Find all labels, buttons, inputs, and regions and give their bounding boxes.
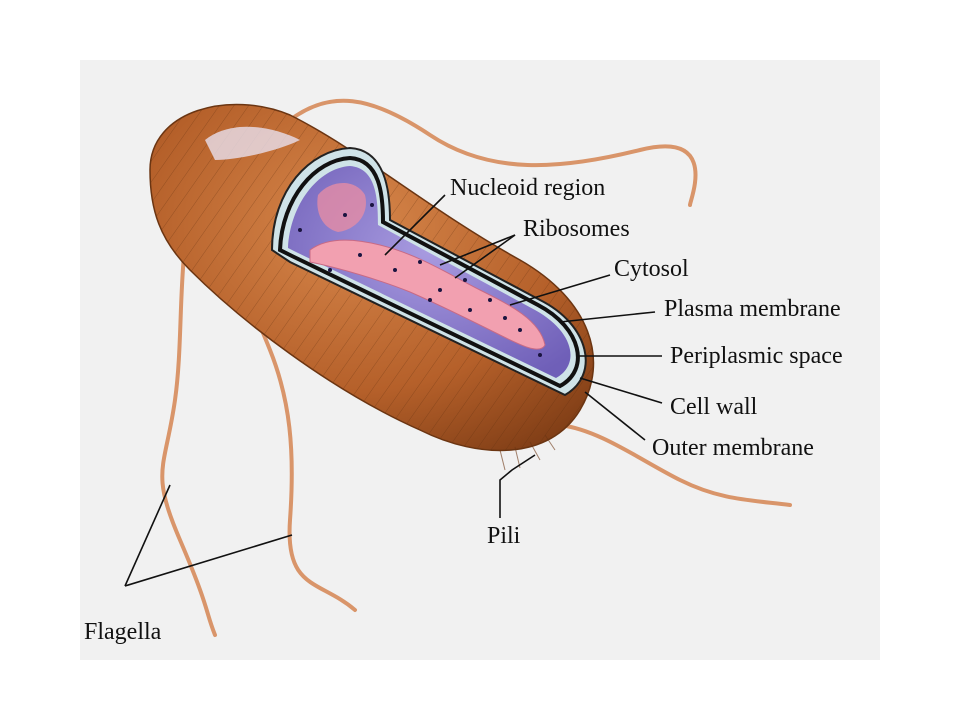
- plasma-membrane-layer: [277, 155, 580, 389]
- label-ribosomes: Ribosomes: [523, 216, 630, 242]
- label-flagella: Flagella: [84, 619, 162, 645]
- leader-outer-membrane: [584, 391, 646, 441]
- leader-cell-wall: [579, 377, 663, 404]
- flagellum-2: [160, 178, 217, 637]
- leader-plasma-membrane: [559, 311, 656, 323]
- leader-lines: [124, 194, 663, 587]
- label-cytosol: Cytosol: [614, 256, 689, 282]
- label-outer-membrane: Outer membrane: [652, 435, 814, 461]
- flagellum-4: [558, 423, 792, 507]
- label-cell-wall: Cell wall: [670, 394, 758, 420]
- label-periplasmic-space: Periplasmic space: [670, 343, 843, 369]
- ribosome-dots: [298, 203, 542, 357]
- cutaway-section: [270, 146, 587, 397]
- leader-flagella-2: [124, 534, 293, 587]
- label-plasma-membrane: Plasma membrane: [664, 296, 841, 322]
- label-pili: Pili: [487, 523, 521, 549]
- leader-nucleoid: [384, 194, 446, 256]
- leader-ribosomes-1: [439, 234, 516, 266]
- leader-flagella-1: [124, 484, 171, 587]
- nucleoid-region-shape: [309, 239, 546, 350]
- flagellum-1: [288, 98, 698, 207]
- label-nucleoid-region: Nucleoid region: [450, 175, 606, 201]
- leader-ribosomes-2: [454, 234, 516, 279]
- leader-pili: [499, 454, 536, 518]
- leader-cytosol: [509, 274, 611, 306]
